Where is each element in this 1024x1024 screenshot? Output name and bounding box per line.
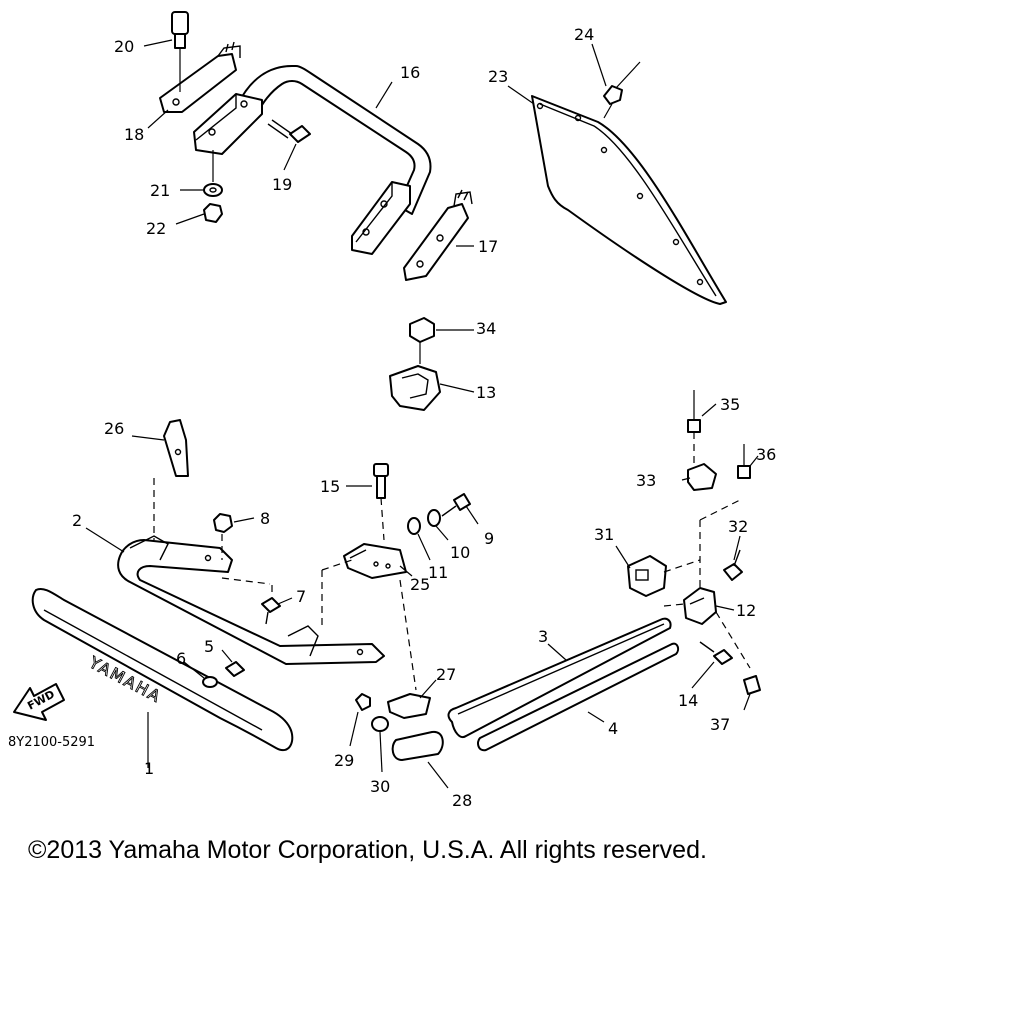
callout-7: 7 (296, 587, 306, 606)
callout-10: 10 (450, 543, 470, 562)
leader-lines (85, 39, 759, 789)
copyright-notice: ©2013 Yamaha Motor Corporation, U.S.A. A… (28, 836, 707, 864)
callout-28: 28 (452, 791, 472, 810)
callout-9: 9 (484, 529, 494, 548)
callout-31: 31 (594, 525, 614, 544)
callout-13: 13 (476, 383, 496, 402)
callout-11: 11 (428, 563, 448, 582)
callout-19: 19 (272, 175, 292, 194)
callout-24: 24 (574, 25, 594, 44)
callout-18: 18 (124, 125, 144, 144)
callout-2: 2 (72, 511, 82, 530)
diagram-code: 8Y2100-5291 (8, 735, 95, 750)
callout-4: 4 (608, 719, 618, 738)
callout-33: 33 (636, 471, 656, 490)
windshield-panel (531, 61, 727, 305)
callout-37: 37 (710, 715, 730, 734)
callout-32: 32 (728, 517, 748, 536)
grab-bar-assembly (159, 11, 473, 281)
trim-strip-assembly (447, 390, 761, 752)
callout-27: 27 (436, 665, 456, 684)
callout-17: 17 (478, 237, 498, 256)
callout-34: 34 (476, 319, 496, 338)
callout-6: 6 (176, 649, 186, 668)
callout-21: 21 (150, 181, 170, 200)
callout-16: 16 (400, 63, 420, 82)
callout-14: 14 (678, 691, 698, 710)
callout-35: 35 (720, 395, 740, 414)
callout-12: 12 (736, 601, 756, 620)
parts-diagram: YAMAHA FWD (8, 11, 776, 810)
bumper-assembly: YAMAHA FWD (13, 419, 385, 768)
callout-20: 20 (114, 37, 134, 56)
callout-labels: 1 2 3 4 5 6 7 8 9 10 11 12 13 14 15 16 1… (8, 25, 776, 810)
callout-30: 30 (370, 777, 390, 796)
callout-8: 8 (260, 509, 270, 528)
callout-5: 5 (204, 637, 214, 656)
bracket-13-34 (389, 317, 441, 411)
callout-22: 22 (146, 219, 166, 238)
callout-29: 29 (334, 751, 354, 770)
forward-direction-icon: FWD (13, 683, 65, 721)
callout-23: 23 (488, 67, 508, 86)
callout-36: 36 (756, 445, 776, 464)
callout-15: 15 (320, 477, 340, 496)
callout-1: 1 (144, 759, 154, 778)
callout-26: 26 (104, 419, 124, 438)
callout-25: 25 (410, 575, 430, 594)
callout-3: 3 (538, 627, 548, 646)
bracket-25-assembly (321, 463, 471, 761)
